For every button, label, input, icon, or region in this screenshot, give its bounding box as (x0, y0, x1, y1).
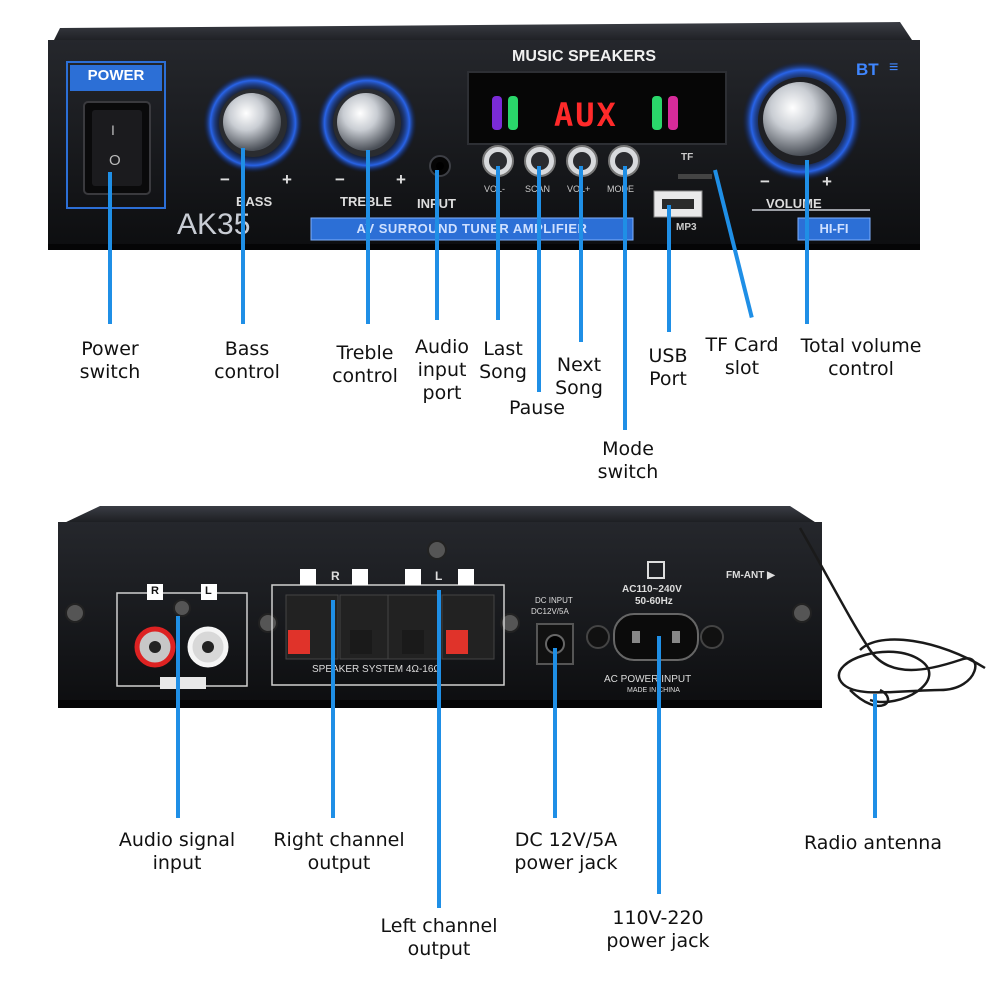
display-header: MUSIC SPEAKERS (512, 48, 657, 65)
rca-input-block (116, 584, 248, 689)
power-switch-assembly (66, 61, 166, 209)
power-switch-off-mark: O (109, 152, 121, 169)
bt-signal-icon: ≡ (889, 59, 899, 76)
volume-plus: + (822, 172, 832, 191)
callout-line-pause (537, 166, 541, 392)
tf-card-slot[interactable] (678, 174, 712, 179)
antenna-wire (798, 527, 986, 708)
bass-minus: − (220, 170, 230, 189)
callout-line-next-song (579, 166, 583, 342)
ac-power-socket[interactable] (586, 561, 724, 661)
callout-line-last-song (496, 166, 500, 320)
rca-r-label: R (151, 585, 159, 597)
fm-ant-label: FM-ANT ▶ (726, 570, 775, 581)
callout-pause: Pause (509, 397, 565, 419)
callout-radio-antenna: Radio antenna (804, 832, 942, 854)
speaker-terminal-block (271, 569, 505, 686)
ac-freq-label: 50-60Hz (635, 596, 673, 607)
led-display (467, 71, 727, 145)
button-label-vol-minus: VOL- (484, 184, 506, 194)
left-positive-terminal[interactable] (446, 630, 468, 654)
button-label-vol-plus: VOL+ (567, 184, 590, 194)
callout-line-mode (623, 166, 627, 430)
display-readout: AUX (554, 96, 618, 134)
callout-line-volume (805, 160, 809, 324)
rca-l-label: L (205, 585, 212, 597)
bt-label: BT (856, 60, 879, 79)
treble-plus: + (396, 170, 406, 189)
callout-line-ac-jack (657, 636, 661, 894)
volume-knob[interactable] (742, 61, 862, 181)
treble-knob[interactable] (317, 73, 417, 173)
volume-minus: − (760, 172, 770, 191)
volume-label: VOLUME (766, 196, 822, 211)
callout-line-left-channel (437, 590, 441, 908)
callout-line-antenna (873, 694, 877, 818)
callout-line-right-channel (331, 600, 335, 818)
audio-input-jack[interactable] (429, 155, 451, 177)
hifi-label: HI-FI (819, 221, 849, 236)
bass-label: BASS (236, 194, 273, 209)
control-buttons (482, 145, 640, 177)
speaker-system-label: SPEAKER SYSTEM 4Ω-16Ω (312, 664, 441, 675)
usb-port[interactable] (653, 190, 703, 218)
speaker-l-label: L (435, 569, 443, 583)
right-positive-terminal[interactable] (288, 630, 310, 654)
callout-line-audio-input (435, 170, 439, 320)
amplifier-banner: AV SURROUND TUNER AMPLIFIER (356, 221, 588, 236)
hifi-frame (797, 217, 871, 241)
right-negative-terminal[interactable] (350, 630, 372, 654)
left-negative-terminal[interactable] (402, 630, 424, 654)
callout-line-bass (241, 148, 245, 324)
callout-line-audio-signal (176, 616, 180, 818)
bass-knob[interactable] (203, 73, 303, 173)
speaker-r-label: R (331, 569, 340, 583)
back-panel (58, 506, 986, 708)
dc-input-label: DC INPUT (535, 596, 573, 605)
ac-range-label: AC110~240V (622, 584, 682, 595)
callout-line-usb (667, 205, 671, 332)
power-switch-on-mark: I (111, 122, 115, 138)
ac-power-input-label: AC POWER INPUT (604, 674, 692, 685)
power-label: POWER (87, 67, 145, 84)
banner-frame (310, 217, 634, 241)
button-label-mode: MODE (607, 184, 634, 194)
treble-minus: − (335, 170, 345, 189)
model-label: AK35 (177, 208, 251, 241)
front-panel (48, 22, 920, 250)
callout-line-power (108, 172, 112, 324)
bass-plus: + (282, 170, 292, 189)
dc-rating-label: DC12V/5A (531, 607, 569, 616)
callout-line-treble (366, 150, 370, 324)
tf-label: TF (681, 152, 694, 163)
callout-line-dc-jack (553, 648, 557, 818)
mp3-label: MP3 (676, 222, 697, 233)
made-in-label: MADE IN CHINA (627, 687, 680, 694)
